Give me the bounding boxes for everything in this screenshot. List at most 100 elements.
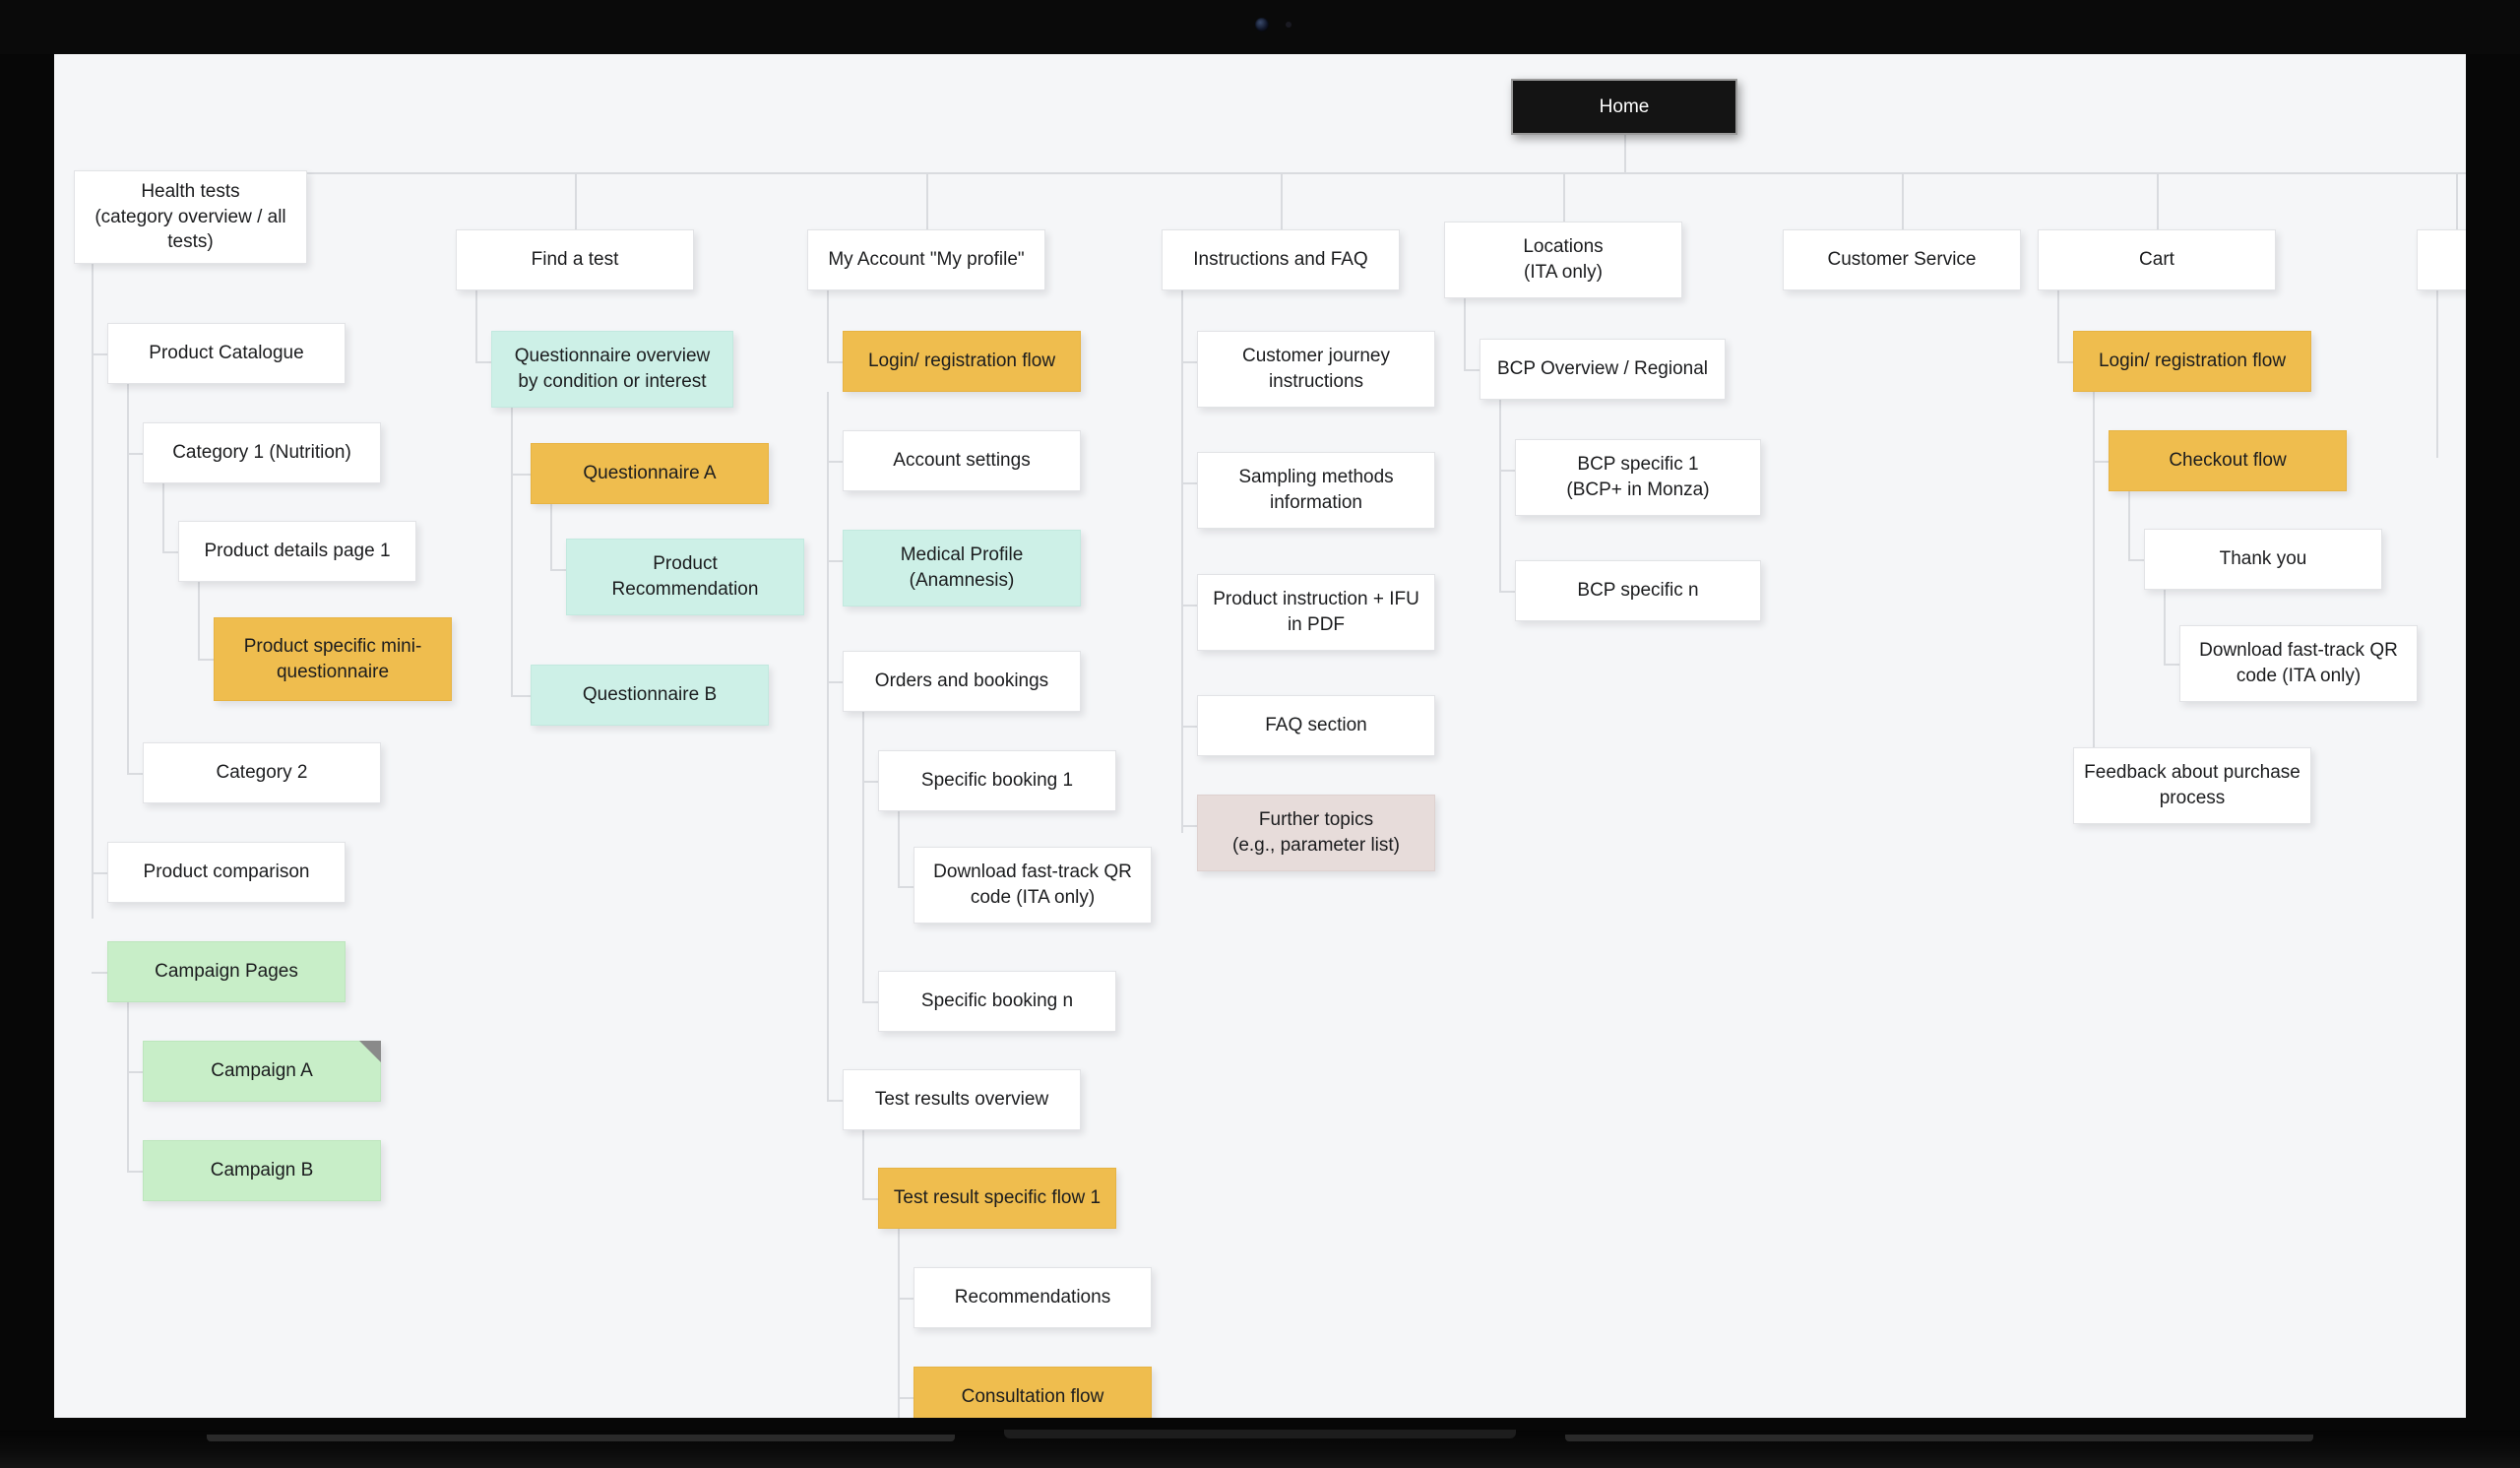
connector-line: [550, 504, 552, 569]
connector-line: [827, 1100, 845, 1102]
sitemap-node-c4-4[interactable]: FAQ section: [1197, 695, 1435, 756]
sitemap-node-c1-9[interactable]: Campaign B: [143, 1140, 381, 1201]
sitemap-node-c5-root[interactable]: Locations (ITA only): [1444, 222, 1682, 298]
sitemap-node-home[interactable]: Home: [1511, 79, 1737, 135]
connector-line: [1624, 135, 1626, 172]
sitemap-node-c3-9[interactable]: Test result specific flow 1: [878, 1168, 1116, 1229]
connector-line: [1181, 726, 1199, 728]
sitemap-node-c8-root[interactable]: [2417, 229, 2466, 290]
sitemap-node-c7-4[interactable]: Download fast-track QR code (ITA only): [2179, 625, 2418, 702]
sitemap-node-c3-3[interactable]: Medical Profile (Anamnesis): [843, 530, 1081, 606]
sitemap-node-c1-5[interactable]: Category 2: [143, 742, 381, 803]
sitemap-node-c3-7[interactable]: Specific booking n: [878, 971, 1116, 1032]
laptop-base-notch: [1004, 1430, 1516, 1438]
sitemap-node-c5-2[interactable]: BCP specific 1 (BCP+ in Monza): [1515, 439, 1761, 516]
connector-line: [92, 353, 109, 355]
sitemap-node-c7-1[interactable]: Login/ registration flow: [2073, 331, 2311, 392]
connector-line: [92, 972, 109, 974]
connector-line: [127, 384, 129, 455]
sitemap-node-c1-8[interactable]: Campaign A: [143, 1041, 381, 1102]
connector-line: [1464, 369, 1481, 371]
sitemap-node-label: Campaign Pages: [155, 961, 298, 983]
connector-line: [827, 461, 845, 463]
sitemap-node-c4-1[interactable]: Customer journey instructions: [1197, 331, 1435, 408]
sitemap-node-c4-3[interactable]: Product instruction + IFU in PDF: [1197, 574, 1435, 651]
sitemap-node-c2-root[interactable]: Find a test: [456, 229, 694, 290]
sitemap-node-c3-2[interactable]: Account settings: [843, 430, 1081, 491]
sitemap-node-c5-1[interactable]: BCP Overview / Regional: [1480, 339, 1726, 400]
connector-line: [926, 172, 928, 259]
sitemap-node-c1-6[interactable]: Product comparison: [107, 842, 346, 903]
sitemap-node-c7-3[interactable]: Thank you: [2144, 529, 2382, 590]
connector-line: [862, 1001, 880, 1003]
connector-line: [898, 1229, 900, 1418]
sitemap-node-c2-3[interactable]: Product Recommendation: [566, 539, 804, 615]
sitemap-node-c5-3[interactable]: BCP specific n: [1515, 560, 1761, 621]
connector-line: [1464, 298, 1466, 369]
sitemap-node-label: Product instruction + IFU in PDF: [1213, 589, 1419, 635]
connector-line: [898, 811, 900, 886]
connector-line: [511, 474, 533, 476]
sitemap-node-c1-2[interactable]: Category 1 (Nutrition): [143, 422, 381, 483]
sitemap-node-label: Campaign B: [210, 1160, 314, 1181]
sitemap-node-c1-3[interactable]: Product details page 1: [178, 521, 416, 582]
connector-line: [127, 453, 129, 773]
webcam-indicator-icon: [1286, 22, 1292, 28]
sitemap-node-label: Feedback about purchase process: [2084, 762, 2300, 808]
connector-line: [190, 172, 2466, 174]
sitemap-node-c7-root[interactable]: Cart: [2038, 229, 2276, 290]
connector-line: [1902, 172, 1904, 259]
sitemap-node-label: Product details page 1: [204, 541, 391, 562]
sitemap-node-label: Home: [1599, 96, 1650, 117]
sitemap-node-label: Customer Service: [1827, 249, 1977, 271]
sitemap-node-label: Category 2: [216, 762, 308, 784]
connector-line: [862, 712, 864, 1001]
sitemap-node-c3-root[interactable]: My Account "My profile": [807, 229, 1045, 290]
sitemap-node-c4-5[interactable]: Further topics (e.g., parameter list): [1197, 795, 1435, 871]
sitemap-node-c2-1[interactable]: Questionnaire overview by condition or i…: [491, 331, 733, 408]
sitemap-node-c3-5[interactable]: Specific booking 1: [878, 750, 1116, 811]
connector-line: [1499, 400, 1501, 591]
connector-line: [127, 453, 145, 455]
sitemap-node-c2-4[interactable]: Questionnaire B: [531, 665, 769, 726]
connector-line: [827, 290, 829, 361]
sitemap-node-c3-6[interactable]: Download fast-track QR code (ITA only): [914, 847, 1152, 924]
sitemap-node-label: Instructions and FAQ: [1193, 249, 1368, 271]
laptop-foot-right: [1565, 1435, 2313, 1441]
sitemap-node-c1-1[interactable]: Product Catalogue: [107, 323, 346, 384]
sitemap-node-c1-root[interactable]: Health tests (category overview / all te…: [74, 170, 307, 264]
sitemap-node-c1-7[interactable]: Campaign Pages: [107, 941, 346, 1002]
connector-line: [2128, 559, 2146, 561]
connector-line: [198, 659, 216, 661]
connector-line: [92, 264, 94, 919]
connector-line: [862, 781, 880, 783]
sitemap-node-c4-2[interactable]: Sampling methods information: [1197, 452, 1435, 529]
sitemap-node-c7-5[interactable]: Feedback about purchase process: [2073, 747, 2311, 824]
connector-line: [827, 560, 845, 562]
sitemap-node-label: BCP specific n: [1577, 580, 1699, 602]
sitemap-node-c2-2[interactable]: Questionnaire A: [531, 443, 769, 504]
connector-line: [511, 695, 533, 697]
connector-line: [2128, 491, 2130, 559]
connector-line: [898, 1397, 915, 1399]
sitemap-node-c7-2[interactable]: Checkout flow: [2109, 430, 2347, 491]
sitemap-node-c3-8[interactable]: Test results overview: [843, 1069, 1081, 1130]
sitemap-node-c3-10[interactable]: Recommendations: [914, 1267, 1152, 1328]
sitemap-node-c1-4[interactable]: Product specific mini-questionnaire: [214, 617, 452, 701]
sitemap-node-c3-1[interactable]: Login/ registration flow: [843, 331, 1081, 392]
sitemap-node-c3-11[interactable]: Consultation flow: [914, 1367, 1152, 1418]
connector-line: [827, 361, 845, 363]
sitemap-node-label: Campaign A: [211, 1060, 313, 1082]
sitemap-node-c3-4[interactable]: Orders and bookings: [843, 651, 1081, 712]
connector-line: [511, 408, 513, 695]
sitemap-node-label: Consultation flow: [961, 1386, 1104, 1408]
sitemap-node-c4-root[interactable]: Instructions and FAQ: [1162, 229, 1400, 290]
sitemap-node-c6-root[interactable]: Customer Service: [1783, 229, 2021, 290]
sitemap-node-label: Orders and bookings: [874, 670, 1049, 692]
connector-line: [862, 1130, 864, 1199]
connector-line: [827, 392, 829, 1101]
sitemap-node-label: Health tests (category overview / all te…: [94, 181, 286, 253]
